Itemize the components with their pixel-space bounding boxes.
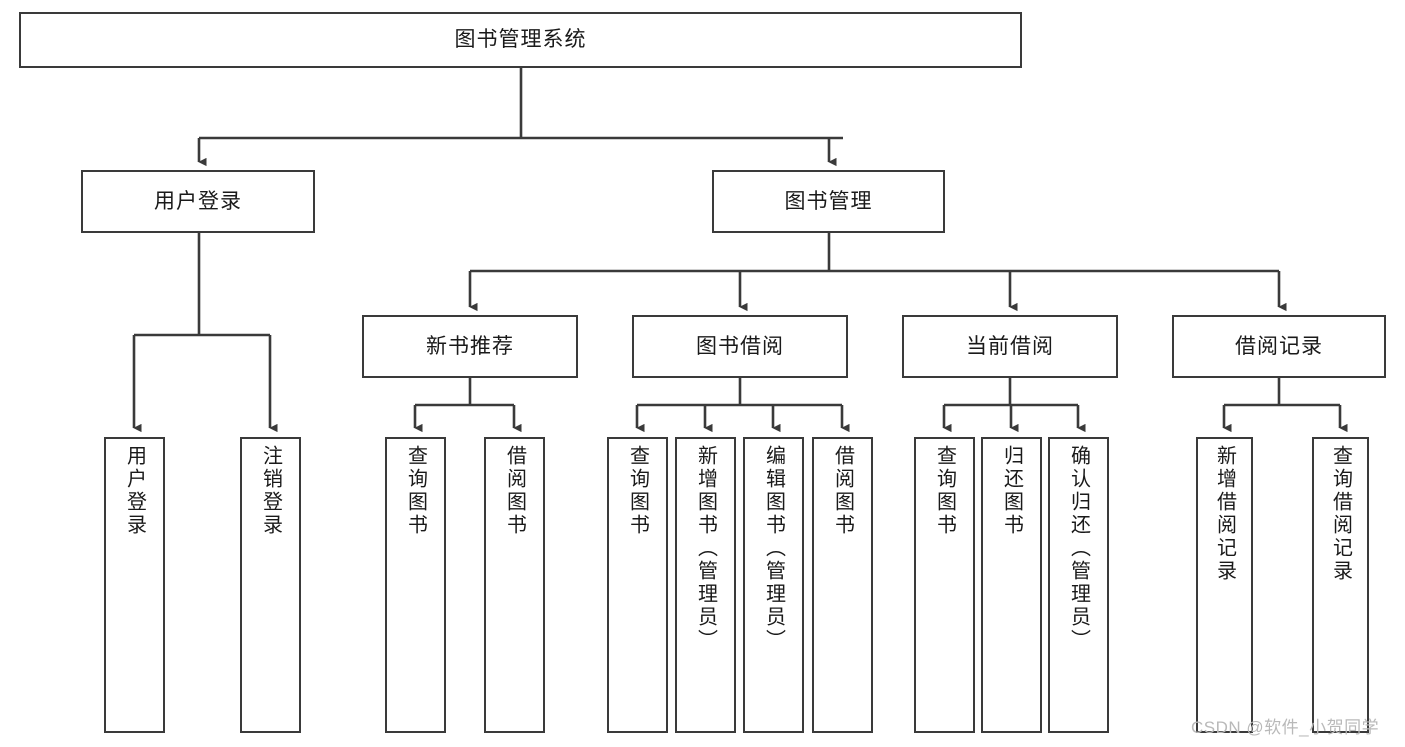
node-user-login-label: 用户登录 [154, 189, 242, 213]
leaf-current-borrow-query-label: 查询图书 [933, 445, 956, 537]
node-user-login[interactable]: 用户登录 [81, 170, 315, 233]
leaf-borrow-record-query[interactable]: 查询借阅记录 [1312, 437, 1369, 733]
node-current-borrow[interactable]: 当前借阅 [902, 315, 1118, 378]
leaf-new-book-borrow-label: 借阅图书 [503, 445, 526, 537]
leaf-current-borrow-confirm[interactable]: 确认归还（管理员） [1048, 437, 1109, 733]
node-book-borrow-label: 图书借阅 [696, 334, 784, 358]
leaf-user-login-login-label: 用户登录 [123, 445, 146, 537]
leaf-borrow-record-query-label: 查询借阅记录 [1329, 445, 1352, 583]
leaf-new-book-query[interactable]: 查询图书 [385, 437, 446, 733]
leaf-current-borrow-return-label: 归还图书 [1000, 445, 1023, 537]
leaf-user-login-logout[interactable]: 注销登录 [240, 437, 301, 733]
leaf-borrow-record-add[interactable]: 新增借阅记录 [1196, 437, 1253, 733]
leaf-book-borrow-query-label: 查询图书 [626, 445, 649, 537]
leaf-book-borrow-add-label: 新增图书（管理员） [694, 445, 717, 652]
leaf-new-book-borrow[interactable]: 借阅图书 [484, 437, 545, 733]
leaf-book-borrow-edit-label: 编辑图书（管理员） [762, 445, 785, 652]
leaf-book-borrow-add[interactable]: 新增图书（管理员） [675, 437, 736, 733]
leaf-borrow-record-add-label: 新增借阅记录 [1213, 445, 1236, 583]
node-book-management[interactable]: 图书管理 [712, 170, 945, 233]
leaf-user-login-login[interactable]: 用户登录 [104, 437, 165, 733]
leaf-book-borrow-edit[interactable]: 编辑图书（管理员） [743, 437, 804, 733]
leaf-book-borrow-borrow-label: 借阅图书 [831, 445, 854, 537]
node-book-borrow[interactable]: 图书借阅 [632, 315, 848, 378]
leaf-book-borrow-borrow[interactable]: 借阅图书 [812, 437, 873, 733]
node-root-system[interactable]: 图书管理系统 [19, 12, 1022, 68]
node-new-book-recommend[interactable]: 新书推荐 [362, 315, 578, 378]
leaf-book-borrow-query[interactable]: 查询图书 [607, 437, 668, 733]
leaf-current-borrow-query[interactable]: 查询图书 [914, 437, 975, 733]
node-new-book-recommend-label: 新书推荐 [426, 334, 514, 358]
leaf-current-borrow-confirm-label: 确认归还（管理员） [1067, 445, 1090, 652]
node-borrow-record-label: 借阅记录 [1235, 334, 1323, 358]
node-book-management-label: 图书管理 [784, 189, 873, 213]
node-current-borrow-label: 当前借阅 [966, 334, 1054, 358]
node-root-system-label: 图书管理系统 [454, 28, 587, 52]
csdn-watermark: CSDN @软件_小贺同学 [1191, 718, 1380, 737]
leaf-current-borrow-return[interactable]: 归还图书 [981, 437, 1042, 733]
node-borrow-record[interactable]: 借阅记录 [1172, 315, 1386, 378]
leaf-new-book-query-label: 查询图书 [404, 445, 427, 537]
leaf-user-login-logout-label: 注销登录 [259, 445, 282, 537]
